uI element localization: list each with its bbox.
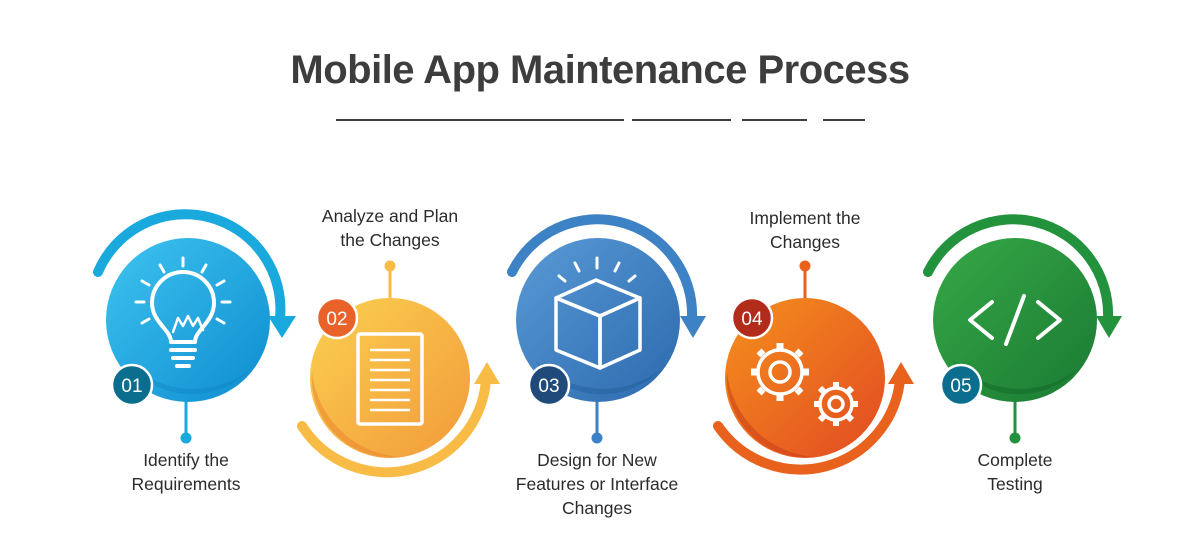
step-4-number: 04 [741,309,763,330]
step-1: 01 [93,209,296,444]
step-2-connector-dot [384,260,396,272]
step-2: 02 [297,260,500,478]
step-4-label: Implement the Changes [705,206,905,254]
step-1-label-line: Requirements [131,474,241,494]
step-5-label-line: Complete [977,450,1053,470]
step-2-label-line: the Changes [340,230,440,250]
step-2-badge [315,296,359,340]
step-3-badge [527,363,571,407]
step-3-arrow-head [680,316,706,338]
step-2-label-line: Analyze and Plan [321,206,459,226]
step-4-label-line: Changes [769,232,841,252]
step-3-arrow-arc [507,214,698,323]
step-4-arrow-arc [713,375,905,475]
step-4-arrow-head [888,362,914,384]
step-2-arrow-head [474,362,500,384]
page-title: Mobile App Maintenance Process [290,48,910,92]
step-3-label-line: Changes [561,498,633,518]
step-5-label: Complete Testing [925,448,1105,496]
step-2-arrow-arc [297,375,491,478]
step-1-badge [110,363,154,407]
step-2-circle [310,298,470,458]
step-3-label-line: Design for New [537,450,657,470]
step-3-connector-dot [591,432,603,444]
step-5-number: 05 [950,376,971,397]
step-5: 05 [923,214,1122,444]
step-1-number: 01 [121,376,142,397]
step-3-number: 03 [538,376,559,397]
step-5-connector-dot [1009,432,1021,444]
step-4-badge [730,296,774,340]
step-5-arrow-head [1096,316,1122,338]
step-1-circle [106,238,270,402]
cube-icon [554,256,642,370]
gears-icon [751,343,858,426]
code-icon [968,294,1062,346]
step-5-badge [939,363,983,407]
step-1-connector-dot [180,432,192,444]
step-3-label-line: Features or Interface [515,474,679,494]
step-4: 04 [713,260,914,475]
step-1-label: Identify the Requirements [96,448,276,496]
step-4-connector-dot [799,260,811,272]
step-1-arrow-head [268,316,296,338]
step-3-label: Design for New Features or Interface Cha… [492,448,702,520]
step-4-label-line: Implement the [749,208,861,228]
lightbulb-icon [134,256,232,368]
step-2-number: 02 [326,309,347,330]
step-3-circle [516,238,680,402]
step-1-arrow-arc [93,209,286,323]
step-2-label: Analyze and Plan the Changes [290,204,490,252]
step-5-arrow-arc [923,214,1114,323]
document-icon [356,332,424,426]
step-3: 03 [507,214,706,444]
step-1-label-line: Identify the [143,450,229,470]
step-5-label-line: Testing [987,474,1043,494]
